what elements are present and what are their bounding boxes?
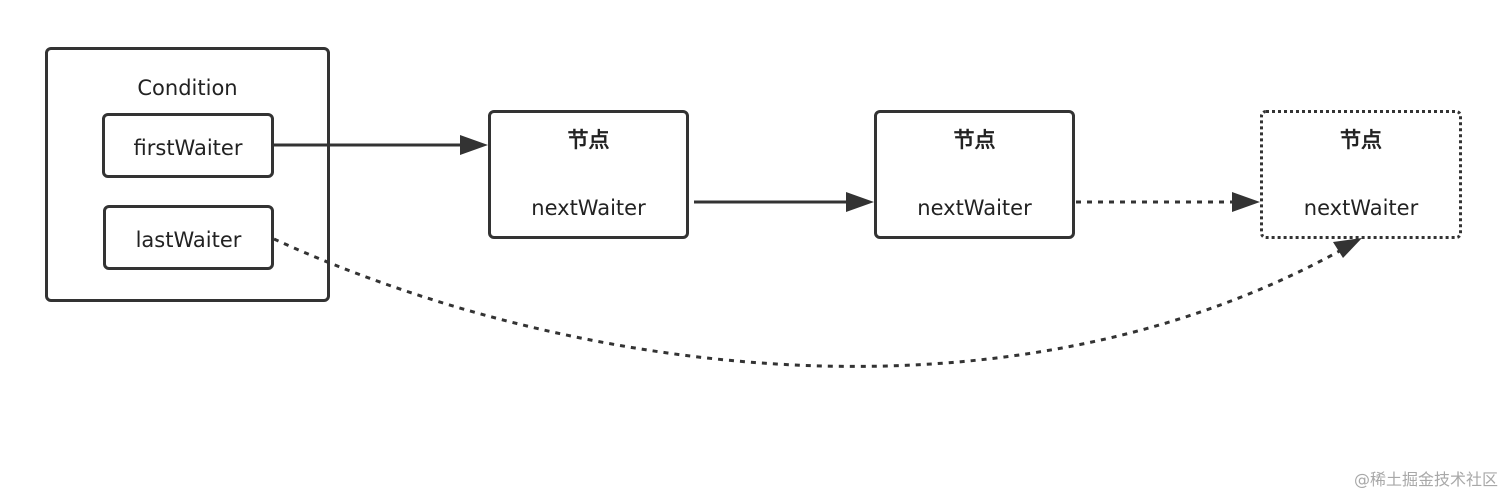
arrowhead-icon (460, 135, 488, 155)
arrowhead-icon (1333, 238, 1362, 258)
watermark-text: @稀土掘金技术社区 (1353, 470, 1498, 489)
last-waiter-box: lastWaiter (103, 205, 274, 270)
node-3-field: nextWaiter (1303, 196, 1419, 220)
node-2-field: nextWaiter (917, 196, 1032, 220)
node-3-title: 节点 (1340, 128, 1382, 152)
last-waiter-label: lastWaiter (135, 228, 242, 252)
node-2-box: 节点 nextWaiter (874, 110, 1075, 239)
edge-node1-to-node2 (694, 192, 874, 212)
node-1-field: nextWaiter (531, 196, 646, 220)
arrowhead-icon (1232, 192, 1260, 212)
node-1-title: 节点 (567, 128, 610, 152)
condition-title: Condition (137, 76, 238, 100)
first-waiter-box: firstWaiter (102, 113, 274, 178)
node-2-title: 节点 (953, 128, 996, 152)
edge-last-to-node3 (273, 237, 1362, 368)
first-waiter-label: firstWaiter (133, 136, 243, 160)
edge-first-to-node1 (274, 135, 488, 155)
node-1-box: 节点 nextWaiter (488, 110, 689, 239)
arrowhead-icon (846, 192, 874, 212)
node-3-box: 节点 nextWaiter (1260, 110, 1462, 239)
edge-node2-to-node3 (1076, 192, 1260, 212)
